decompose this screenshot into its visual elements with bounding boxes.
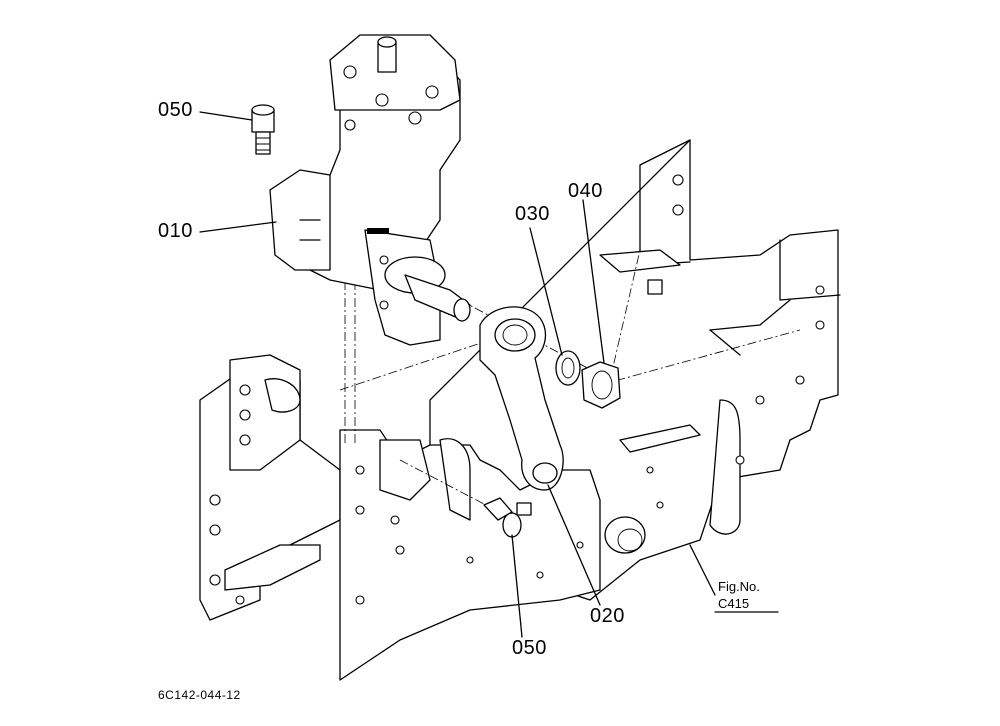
nut-040: [581, 361, 621, 409]
frame-center-plate: [339, 429, 601, 681]
figure-ref-line1: Fig.No.: [718, 579, 760, 594]
frame-left-plate: [199, 354, 341, 621]
pitman-arm: [479, 306, 564, 491]
figure-ref-line2: C415: [718, 596, 750, 611]
callout-020: 020: [590, 605, 625, 627]
callout-030: 030: [515, 203, 550, 225]
callout-050-top: 050: [158, 99, 193, 121]
leader-lines: [199, 111, 779, 638]
bolt-050-bottom: [483, 497, 522, 538]
washer-030: [555, 350, 581, 386]
steering-gearbox: [269, 34, 471, 346]
figure-reference: Fig.No. C415: [718, 578, 760, 612]
drawing-code: 6C142-044-12: [158, 688, 241, 702]
callout-040: 040: [568, 180, 603, 202]
bolt-050-top: [251, 104, 275, 155]
frame-bushing: [604, 516, 646, 554]
callout-050-bottom: 050: [512, 637, 547, 659]
callout-010: 010: [158, 220, 193, 242]
